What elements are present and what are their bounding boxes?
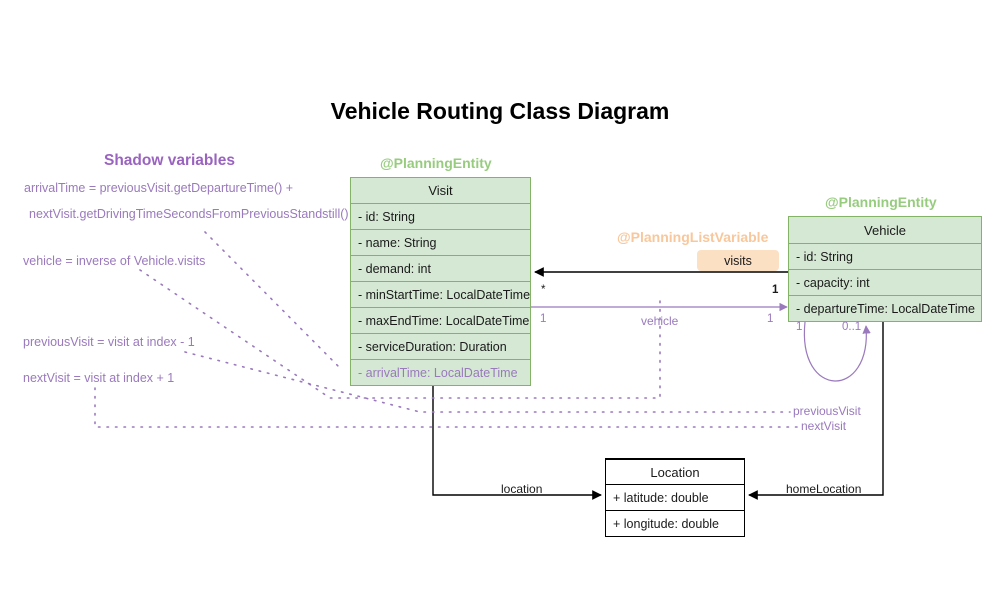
class-box-visit: Visit - id: String - name: String - dema… — [350, 177, 531, 386]
mult-self-loop-source: 1 — [796, 321, 803, 333]
dotted-arrival-time — [204, 231, 341, 369]
field-visit-max-end-time: - maxEndTime: LocalDateTime — [351, 307, 530, 333]
edge-label-next-visit: nextVisit — [801, 419, 847, 433]
field-location-latitude: + latitude: double — [606, 484, 744, 510]
field-location-longitude: + longitude: double — [606, 510, 744, 536]
field-visit-service-duration: - serviceDuration: Duration — [351, 333, 530, 359]
mult-visits-target: 1 — [772, 284, 779, 296]
edge-label-visits: visits — [697, 250, 779, 271]
shadow-note-arrival-time-1: arrivalTime = previousVisit.getDeparture… — [24, 181, 294, 195]
dotted-next-visit — [94, 387, 801, 428]
shadow-note-vehicle: vehicle = inverse of Vehicle.visits — [23, 254, 206, 268]
field-visit-demand: - demand: int — [351, 255, 530, 281]
field-visit-min-start-time: - minStartTime: LocalDateTime — [351, 281, 530, 307]
class-name-vehicle: Vehicle — [864, 222, 906, 238]
field-vehicle-departure-time: - departureTime: LocalDateTime — [789, 295, 981, 321]
mult-vehicle-source: 1 — [540, 313, 547, 325]
class-box-vehicle: Vehicle - id: String - capacity: int - d… — [788, 216, 982, 322]
field-visit-arrival-time: - arrivalTime: LocalDateTime — [351, 359, 530, 385]
shadow-variables-title: Shadow variables — [104, 152, 235, 169]
edge-label-vehicle: vehicle — [641, 314, 679, 328]
shadow-note-next-visit: nextVisit = visit at index + 1 — [23, 371, 175, 385]
stereotype-visit: @PlanningEntity — [380, 155, 492, 171]
field-vehicle-capacity: - capacity: int — [789, 269, 981, 295]
edge-label-previous-visit: previousVisit — [793, 404, 861, 418]
edge-location — [432, 386, 602, 500]
mult-vehicle-target: 1 — [767, 313, 774, 325]
mult-self-loop-target: 0..1 — [842, 321, 862, 333]
edge-label-home-location: homeLocation — [786, 482, 862, 496]
class-box-location: Location + latitude: double + longitude:… — [605, 458, 745, 537]
field-vehicle-id: - id: String — [789, 243, 981, 269]
shadow-note-previous-visit: previousVisit = visit at index - 1 — [23, 335, 195, 349]
page-title: Vehicle Routing Class Diagram — [330, 98, 670, 124]
field-visit-id: - id: String — [351, 203, 530, 229]
field-visit-name: - name: String — [351, 229, 530, 255]
stereotype-vehicle: @PlanningEntity — [825, 194, 937, 210]
class-name-visit: Visit — [428, 183, 453, 198]
stereotype-planning-list-variable: @PlanningListVariable — [617, 229, 769, 245]
edge-label-location: location — [501, 482, 543, 496]
mult-visits-source: * — [541, 284, 546, 296]
shadow-note-arrival-time-2: nextVisit.getDrivingTimeSecondsFromPrevi… — [29, 207, 349, 221]
class-name-location: Location — [606, 459, 744, 484]
